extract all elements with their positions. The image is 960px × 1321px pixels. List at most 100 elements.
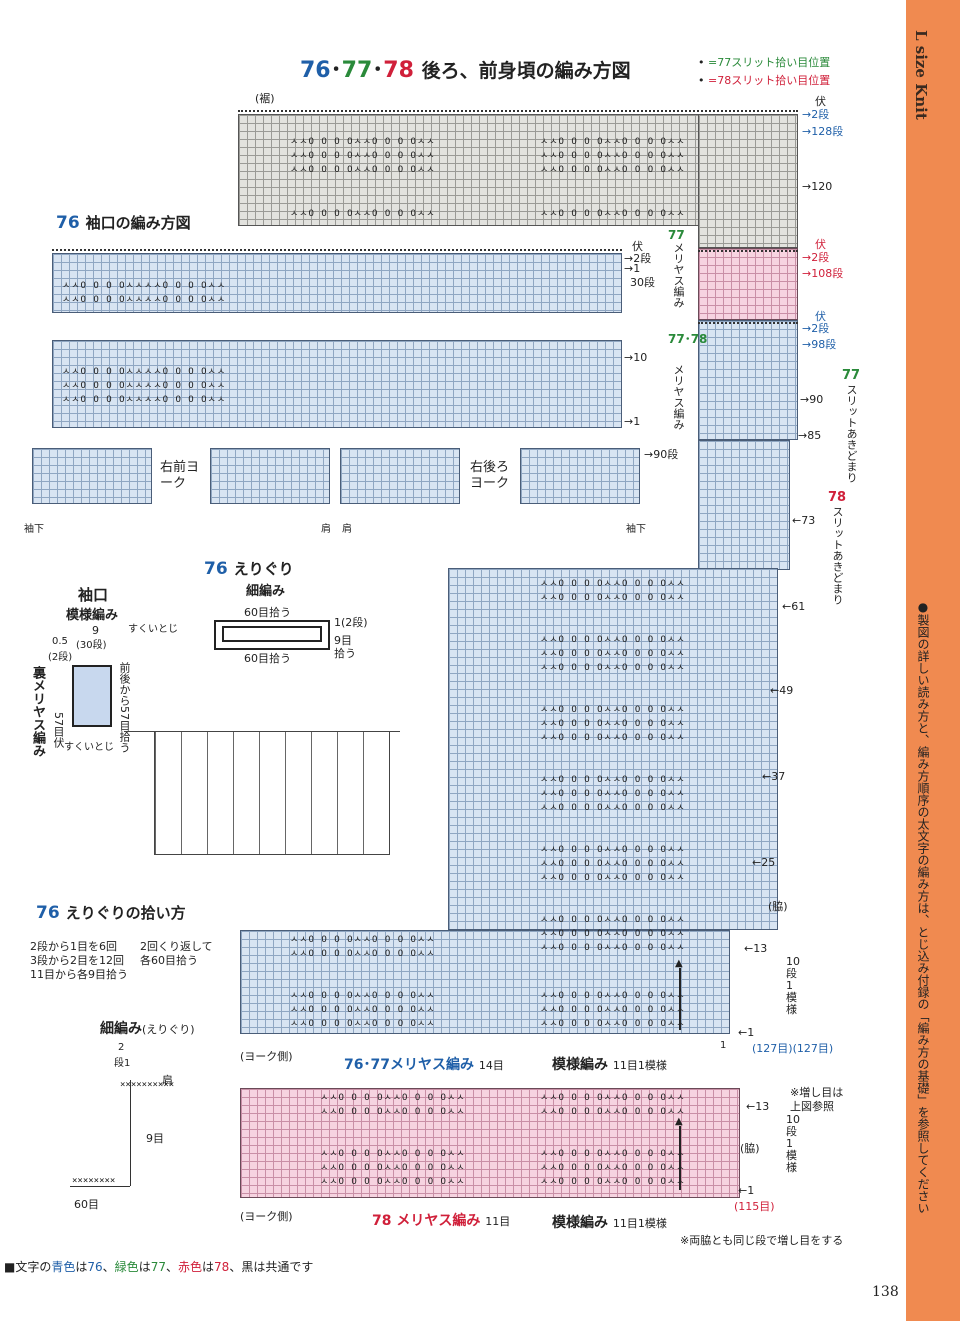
- stitch-row: ㅅㅅO O O OㅅㅅO O O Oㅅㅅ: [290, 991, 436, 1001]
- pattern-repeat: 10段1模様: [786, 1113, 800, 1174]
- stitch-row: ㅅㅅO O O OㅅㅅO O O Oㅅㅅ: [540, 915, 686, 925]
- stitch-row: ㅅㅅO O O OㅅㅅO O O Oㅅㅅ: [540, 1149, 686, 1159]
- stitch-row: ㅅㅅO O O OㅅㅅO O O Oㅅㅅ: [320, 1177, 466, 1187]
- row-label-85: →85: [798, 429, 822, 442]
- collar-subtitle: 細編み: [246, 584, 286, 599]
- right-back-yoke: 右後ろヨーク: [470, 460, 510, 491]
- v7778-number: 77･78: [668, 332, 708, 346]
- row-label-1: ←1: [738, 1184, 755, 1197]
- collar-pickup-9: 9目拾う: [334, 634, 356, 660]
- stitch-row: ㅅㅅO O O OㅅㅅO O O Oㅅㅅ: [540, 1163, 686, 1173]
- sleeve-chart-bottom: [52, 340, 622, 428]
- sleeve-row-10: →10: [624, 351, 648, 364]
- up-arrow-head: ▲: [675, 1116, 683, 1127]
- row-label-fuse: 伏: [815, 95, 826, 108]
- stitch-row: ㅅㅅO O O OㅅㅅㅅㅅO O O Oㅅㅅ: [62, 281, 227, 291]
- row-label-fuse: 伏: [815, 310, 826, 323]
- sukui-top: すくいとじ: [128, 624, 178, 635]
- slit77-label: スリットあきどまり: [845, 384, 858, 483]
- stitch-row: ㅅㅅO O O OㅅㅅO O O Oㅅㅅ: [540, 593, 686, 603]
- stitch-row: ㅅㅅO O O OㅅㅅO O O Oㅅㅅ: [540, 873, 686, 883]
- cuff-reverse: 裏メリヤス編み: [30, 666, 45, 757]
- stitch-row: ㅅㅅO O O OㅅㅅO O O Oㅅㅅ: [540, 845, 686, 855]
- pickup-edge: [130, 1080, 131, 1186]
- cuff-subtitle: 模様編み: [66, 608, 119, 623]
- sleeve-row-2: →2段: [624, 252, 652, 265]
- stitch-row: ㅅㅅO O O OㅅㅅO O O Oㅅㅅ: [540, 859, 686, 869]
- stitch-row: ㅅㅅO O O OㅅㅅO O O Oㅅㅅ: [540, 733, 686, 743]
- stitch-row: ㅅㅅO O O OㅅㅅO O O Oㅅㅅ: [540, 137, 686, 147]
- slit78-number: 78: [828, 490, 847, 505]
- stitch-row: ㅅㅅO O O OㅅㅅㅅㅅO O O Oㅅㅅ: [62, 295, 227, 305]
- stitch-row: ㅅㅅO O O OㅅㅅㅅㅅO O O Oㅅㅅ: [62, 395, 227, 405]
- row-label-90: →90: [800, 393, 824, 406]
- cuff-05: 0.5: [52, 636, 68, 647]
- collar-pickup-bottom: 60目拾う: [244, 652, 291, 665]
- sleeve-row-1b: →1: [624, 415, 641, 428]
- hem-label: (裾): [255, 92, 275, 105]
- stitch-row: ㅅㅅO O O OㅅㅅO O O Oㅅㅅ: [290, 1019, 436, 1029]
- row-label-108: →108段: [802, 267, 844, 280]
- body-outline: [154, 732, 390, 855]
- pickup-edge: [70, 1186, 130, 1187]
- shoulder-line: [124, 731, 400, 732]
- sleeve-chart-title: 76 袖口の編み方図: [56, 213, 191, 233]
- sleeve-under-right: 袖下: [626, 524, 646, 535]
- sleeve-under-left: 袖下: [24, 524, 44, 535]
- stitch-row: ㅅㅅO O O OㅅㅅO O O Oㅅㅅ: [320, 1149, 466, 1159]
- collar-title: 76 えりぐり: [204, 559, 294, 579]
- stitch-row: ㅅㅅO O O OㅅㅅO O O Oㅅㅅ: [540, 929, 686, 939]
- pickup-60: 60目: [74, 1198, 99, 1211]
- up-arrow: [679, 968, 681, 1030]
- pattern-repeat: 10段1模様: [786, 955, 800, 1016]
- stitch-row: ㅅㅅO O O OㅅㅅO O O Oㅅㅅ: [290, 165, 436, 175]
- brand-label: L size Knit: [912, 30, 930, 120]
- slit77-number: 77: [842, 368, 861, 383]
- crochet-row: ××××××××: [72, 1176, 116, 1186]
- cuff-57: 57目伏: [52, 712, 65, 748]
- stitch-row: ㅅㅅO O O OㅅㅅO O O Oㅅㅅ: [540, 1093, 686, 1103]
- side-label: (脇): [768, 900, 788, 913]
- stitch-row: ㅅㅅO O O OㅅㅅO O O Oㅅㅅ: [290, 935, 436, 945]
- pickup-d2: 2: [118, 1042, 125, 1053]
- shoulder-2: 肩: [342, 524, 352, 535]
- cuff-9: 9: [92, 624, 99, 637]
- stitch-row: ㅅㅅO O O OㅅㅅO O O Oㅅㅅ: [540, 635, 686, 645]
- cuff-30: (30段): [76, 640, 107, 651]
- bind-off-dots: [698, 250, 798, 252]
- stitch-row: ㅅㅅO O O OㅅㅅO O O Oㅅㅅ: [290, 137, 436, 147]
- row-label-49: ←49: [770, 684, 794, 697]
- meriyasu-78: 78 メリヤス編み 11目: [372, 1213, 511, 1229]
- sukui-bottom: すくいとじ: [64, 742, 114, 753]
- stitch-row: ㅅㅅO O O OㅅㅅO O O Oㅅㅅ: [290, 949, 436, 959]
- v7778-label: メリヤス編み: [672, 364, 685, 430]
- v77-label: メリヤス編み: [672, 242, 685, 308]
- row-label-13: ←13: [744, 942, 768, 955]
- sidebar-note: ●製図の詳しい読み方と、編み方順序の太文字の編み方は、とじ込み付録の「編み方の基…: [916, 600, 930, 1214]
- stitch-row: ㅅㅅO O O OㅅㅅO O O Oㅅㅅ: [540, 775, 686, 785]
- stitch-row: ㅅㅅO O O OㅅㅅO O O Oㅅㅅ: [540, 663, 686, 673]
- shoulder-1: 肩: [321, 524, 331, 535]
- up-arrow-head: ▲: [675, 958, 683, 969]
- stitch-row: ㅅㅅO O O OㅅㅅO O O Oㅅㅅ: [540, 649, 686, 659]
- row-label-fuse: 伏: [815, 238, 826, 251]
- pickup-9: 9目: [146, 1132, 164, 1145]
- page-number: 138: [872, 1284, 899, 1300]
- cuff-pickup-57: 前後から57目拾う: [118, 662, 131, 753]
- both-sides-note: ※両脇とも同じ段で増し目をする: [680, 1234, 844, 1247]
- stitch-row: ㅅㅅO O O OㅅㅅO O O Oㅅㅅ: [540, 165, 686, 175]
- pickup-line3: 11目から各9目拾う: [30, 968, 128, 981]
- pickup-sub: 細編み(えりぐり): [100, 1021, 195, 1037]
- stitch-row: ㅅㅅO O O OㅅㅅO O O Oㅅㅅ: [320, 1163, 466, 1173]
- stitch-row: ㅅㅅO O O OㅅㅅO O O Oㅅㅅ: [540, 789, 686, 799]
- row-label-25: ←25: [752, 856, 776, 869]
- cuff-band: [72, 665, 112, 727]
- sleeve-fuse: 伏: [632, 240, 643, 253]
- row-label-61: ←61: [782, 600, 806, 613]
- yoke-side-label: (ヨーク側): [240, 1050, 293, 1063]
- slit78-label: スリットあきどまり: [831, 506, 844, 605]
- row-label-120: →120: [802, 180, 833, 193]
- bind-off-dots: [698, 322, 798, 324]
- body-chart-78: [240, 1088, 740, 1198]
- row-label-13: ←13: [746, 1100, 770, 1113]
